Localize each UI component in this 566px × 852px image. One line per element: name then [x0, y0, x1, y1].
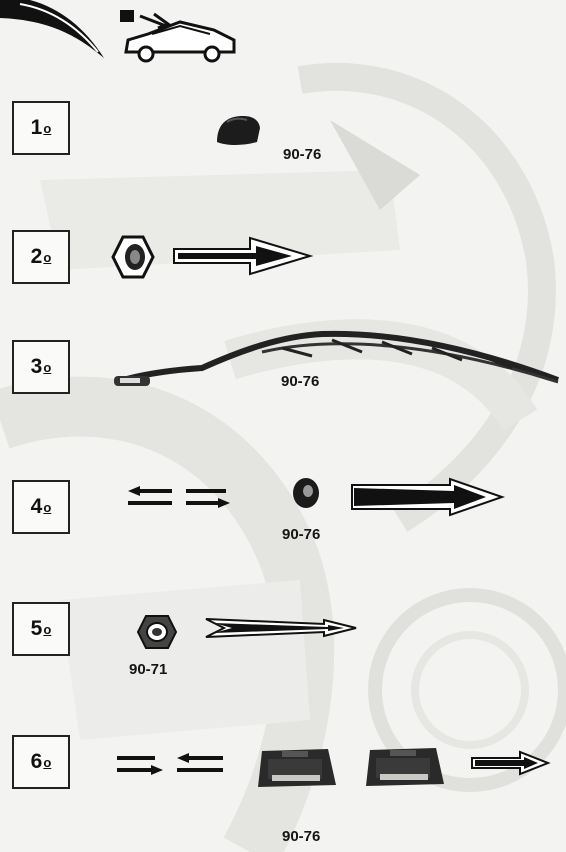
lock-nut-icon — [136, 612, 178, 652]
step-2-label: 2o — [12, 230, 70, 284]
arrow-right-icon — [172, 236, 312, 276]
part-ref-step-1: 90-76 — [283, 146, 321, 163]
arrow-right-icon — [204, 617, 358, 639]
wiper-arm-cap-icon — [213, 112, 263, 148]
part-ref-step-6: 90-76 — [282, 828, 320, 845]
step-3-label: 3o — [12, 340, 70, 394]
opposite-arrows-icon — [115, 752, 227, 780]
wiper-blade-arm-icon — [112, 330, 562, 392]
arrow-right-icon — [350, 477, 504, 517]
part-ref-step-5: 90-71 — [129, 661, 167, 678]
hex-nut-icon — [111, 234, 155, 280]
step-6-label: 6o — [12, 735, 70, 789]
part-ref-step-3: 90-76 — [281, 373, 319, 390]
wiper-motor-cover-icon — [364, 744, 446, 788]
opposite-arrows-icon — [126, 485, 232, 511]
part-ref-step-4: 90-76 — [282, 526, 320, 543]
grommet-icon — [290, 476, 322, 510]
step-4-label: 4o — [12, 480, 70, 534]
step-1-label: 1o — [12, 101, 70, 155]
step-5-label: 5o — [12, 602, 70, 656]
wiper-sweep-icon — [0, 0, 110, 62]
arrow-right-icon — [470, 750, 550, 776]
wiper-motor-cover-icon — [256, 745, 338, 789]
car-bonnet-icon — [118, 6, 240, 64]
